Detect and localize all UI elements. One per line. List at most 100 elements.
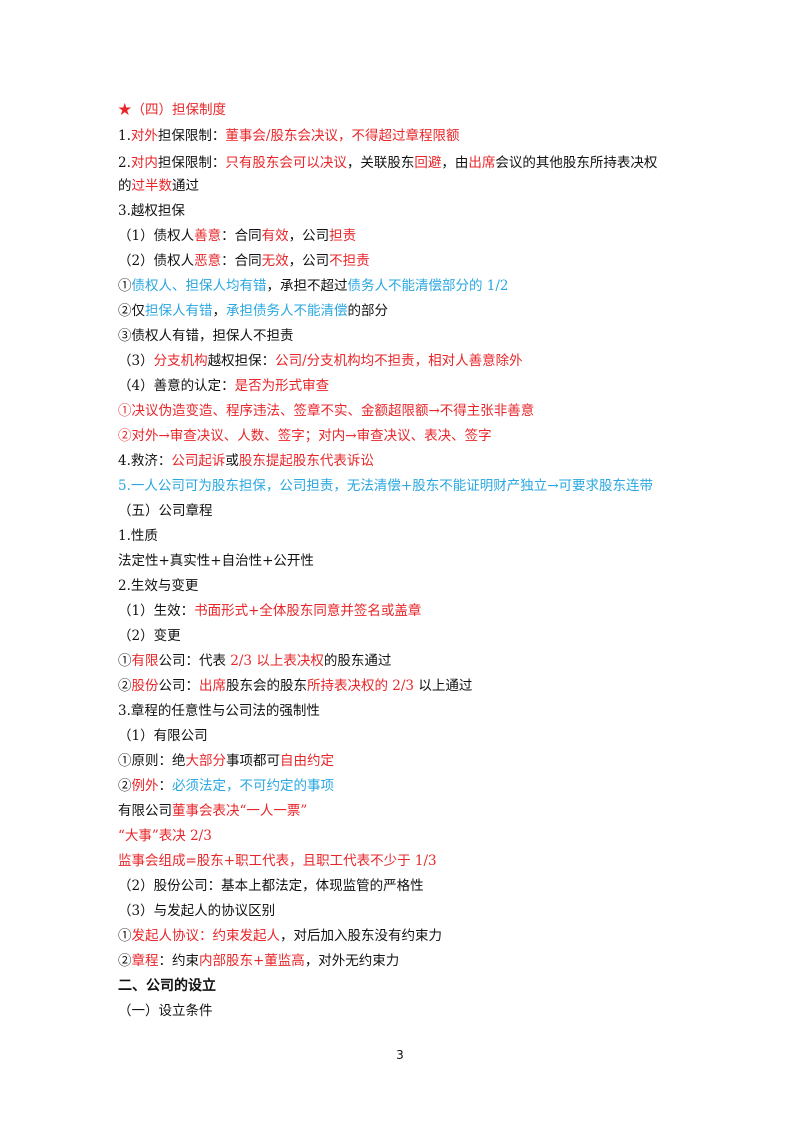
text-line: （五）公司章程 xyxy=(118,502,213,520)
text-run: 回避 xyxy=(414,155,442,171)
text-line: 1.对外担保限制：董事会/股东会决议，不得超过章程限额 xyxy=(118,127,459,145)
text-line: （1）有限公司 xyxy=(118,727,208,745)
text-run: ① xyxy=(118,928,132,944)
text-line: 3.越权担保 xyxy=(118,202,185,220)
text-line: ①决议伪造变造、程序违法、签章不实、金额超限额→不得主张非善意 xyxy=(118,402,534,420)
text-run: ① xyxy=(118,653,132,669)
text-line: （1）生效：书面形式+全体股东同意并签名或盖章 xyxy=(118,602,421,620)
text-run: “大事”表决 2/3 xyxy=(118,828,212,844)
text-run: ①决议伪造变造、程序违法、签章不实、金额超限额→不得主张非善意 xyxy=(118,403,535,419)
text-run: 会议的其他股东所持表决权 xyxy=(495,155,658,171)
text-line: ★（四）担保制度 xyxy=(118,101,226,119)
text-run: 担责 xyxy=(329,228,357,244)
text-run: ：约束 xyxy=(158,953,200,969)
text-run: 有限公司 xyxy=(118,803,172,819)
text-line: 2.对内担保限制：只有股东会可以决议，关联股东回避，由出席会议的其他股东所持表决… xyxy=(118,154,657,172)
text-run: 善意 xyxy=(194,228,222,244)
text-run: 通过 xyxy=(172,178,199,194)
text-run: 股东会的股东 xyxy=(226,678,307,694)
text-run: 章程 xyxy=(131,953,159,969)
text-run: 3.章程的任意性与公司法的强制性 xyxy=(118,703,320,719)
page-number: 3 xyxy=(396,1048,404,1062)
text-run: 债权人、担保人均有错 xyxy=(131,278,267,294)
text-run: 2/3 以上表决权 xyxy=(230,653,324,669)
text-run: 只有股东会可以决议 xyxy=(225,155,347,171)
text-line: 有限公司董事会表决“一人一票” xyxy=(118,802,307,820)
text-run: 董事会表决“一人一票” xyxy=(172,803,308,819)
text-run: 二、公司的设立 xyxy=(118,978,216,994)
text-run: （五）公司章程 xyxy=(118,503,213,519)
text-run: 3.越权担保 xyxy=(118,203,185,219)
text-run: 4.救济： xyxy=(118,453,172,469)
text-run: 股东提起股东代表诉讼 xyxy=(238,453,374,469)
text-line: ②股份公司：出席股东会的股东所持表决权的 2/3 以上通过 xyxy=(118,677,472,695)
text-run: 分支机构 xyxy=(153,353,208,369)
text-line: 2.生效与变更 xyxy=(118,577,198,595)
text-run: （1）有限公司 xyxy=(118,728,208,744)
text-run: 大部分 xyxy=(185,753,227,769)
text-run: （1）生效： xyxy=(118,603,195,619)
text-run: 有限 xyxy=(131,653,159,669)
text-run: 法定性+真实性+自治性+公开性 xyxy=(118,553,314,569)
text-line: ②对外→审查决议、人数、签字；对内→审查决议、表决、签字 xyxy=(118,427,492,445)
text-run: ，公司 xyxy=(288,253,330,269)
text-line: （一）设立条件 xyxy=(118,1002,213,1020)
text-run: 自由约定 xyxy=(280,753,334,769)
text-run: 股份 xyxy=(131,678,159,694)
text-line: 的过半数通过 xyxy=(118,177,199,195)
text-run: （4）善意的认定： xyxy=(118,378,235,394)
text-run: 2.生效与变更 xyxy=(118,578,199,594)
text-line: （2）股份公司：基本上都法定，体现监管的严格性 xyxy=(118,877,424,895)
text-run: ：合同 xyxy=(221,228,262,244)
text-run: ②仅 xyxy=(118,303,145,319)
text-run: ①原则：绝 xyxy=(118,753,186,769)
text-run: 2. xyxy=(118,155,131,171)
text-run: 不担责 xyxy=(329,253,370,269)
text-run: ，对外无约束力 xyxy=(304,953,400,969)
text-run: （3）与发起人的协议区别 xyxy=(118,903,276,919)
text-run: ，关联股东 xyxy=(346,155,415,171)
text-run: 恶意 xyxy=(194,253,222,269)
text-line: ①发起人协议：约束发起人，对后加入股东没有约束力 xyxy=(118,927,442,945)
text-line: 5.一人公司可为股东担保，公司担责，无法清偿+股东不能证明财产独立→可要求股东连… xyxy=(118,477,653,495)
text-run: ，由 xyxy=(441,155,469,171)
text-run: 必须法定，不可约定的事项 xyxy=(172,778,334,794)
text-run: 以上通过 xyxy=(414,678,473,694)
text-line: （2）债权人恶意：合同无效，公司不担责 xyxy=(118,252,370,270)
text-run: （一）设立条件 xyxy=(118,1003,213,1019)
text-run: 或 xyxy=(225,453,239,469)
text-line: 4.救济：公司起诉或股东提起股东代表诉讼 xyxy=(118,452,374,470)
text-run: ③债权人有错，担保人不担责 xyxy=(118,328,294,344)
text-run: （2）变更 xyxy=(118,628,181,644)
text-run: ① xyxy=(118,278,132,294)
text-run: 公司/分支机构均不担责，相对人善意除外 xyxy=(275,353,523,369)
text-line: 监事会组成=股东+职工代表，且职工代表不少于 1/3 xyxy=(118,852,437,870)
text-run: ： xyxy=(158,778,173,794)
text-line: （3）与发起人的协议区别 xyxy=(118,902,275,920)
text-line: （4）善意的认定：是否为形式审查 xyxy=(118,377,329,395)
text-line: 法定性+真实性+自治性+公开性 xyxy=(118,552,314,570)
text-run: 公司： xyxy=(158,678,200,694)
text-run: 监事会组成=股东+职工代表，且职工代表不少于 1/3 xyxy=(118,853,437,869)
text-run: 5.一人公司可为股东担保，公司担责，无法清偿+股东不能证明财产独立→可要求股东连… xyxy=(118,478,654,494)
text-run: 的 xyxy=(118,178,132,194)
text-run: 担保限制： xyxy=(157,155,226,171)
text-line: ②例外：必须法定，不可约定的事项 xyxy=(118,777,334,795)
text-line: ②仅担保人有错，承担债务人不能清偿的部分 xyxy=(118,302,388,320)
text-run: 无效 xyxy=(261,253,289,269)
text-run: 承担债务人不能清偿 xyxy=(226,303,348,319)
text-line: 1.性质 xyxy=(118,527,158,545)
text-run: 例外 xyxy=(131,778,159,794)
text-run: 对内 xyxy=(130,155,158,171)
text-run: 的股东通过 xyxy=(323,653,392,669)
text-line: ①有限公司：代表 2/3 以上表决权的股东通过 xyxy=(118,652,391,670)
text-run: 过半数 xyxy=(131,178,173,194)
text-run: （2）股份公司：基本上都法定，体现监管的严格性 xyxy=(118,878,424,894)
text-run: ② xyxy=(118,678,132,694)
text-run: （2）债权人 xyxy=(118,253,195,269)
text-run: 出席 xyxy=(468,155,496,171)
text-run: 内部股东+董监高 xyxy=(199,953,305,969)
text-run: 董事会/股东会决议，不得超过章程限额 xyxy=(225,128,460,144)
text-line: 3.章程的任意性与公司法的强制性 xyxy=(118,702,320,720)
